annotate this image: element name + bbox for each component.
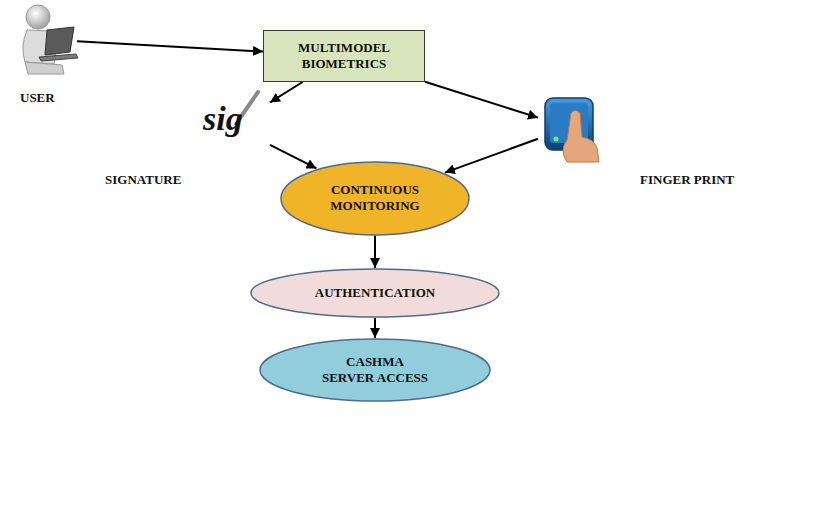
fingerprint-scanner-icon [545, 98, 599, 162]
node-text: MULTIMODEL BIOMETRICS [279, 40, 409, 73]
user-icon [23, 5, 78, 74]
node-text: CONTINUOUS MONITORING [315, 182, 435, 215]
label-wrap: FINGER PRINT [640, 172, 734, 188]
arrow-connector [374, 318, 376, 338]
signature-scrawl: sig [203, 100, 243, 138]
process-ellipse: CASHMA SERVER ACCESS [259, 338, 491, 402]
arrow-connector [77, 41, 263, 51]
label-wrap: USER [20, 90, 55, 106]
arrow-connector [270, 145, 317, 169]
arrow-connector [425, 82, 538, 118]
arrow-connector [270, 82, 303, 102]
node-text: CASHMA SERVER ACCESS [319, 354, 431, 387]
process-ellipse: CONTINUOUS MONITORING [280, 161, 470, 236]
label-wrap: SIGNATURE [105, 172, 181, 188]
node-label: SIGNATURE [105, 172, 181, 188]
node-text: AUTHENTICATION [315, 285, 435, 301]
fingerprint-node: FINGER PRINT [538, 95, 600, 160]
user-node: USER [15, 2, 77, 77]
process-box: MULTIMODEL BIOMETRICS [263, 30, 425, 82]
arrow-connector [445, 139, 538, 173]
node-label: USER [20, 90, 55, 106]
node-label: FINGER PRINT [640, 172, 734, 188]
arrow-connector [374, 236, 376, 269]
process-ellipse: AUTHENTICATION [250, 268, 500, 318]
